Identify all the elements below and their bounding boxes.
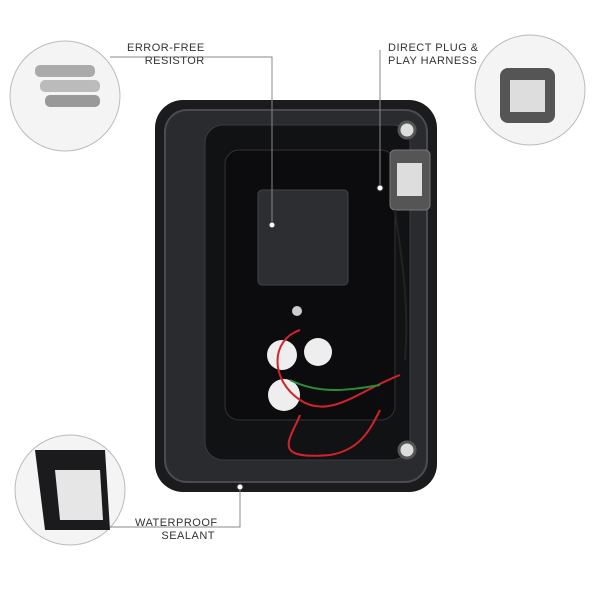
- led-bulbs: [267, 338, 332, 411]
- sealant-label-line2: SEALANT: [161, 530, 215, 542]
- harness-label: DIRECT PLUG & PLAY HARNESS: [388, 42, 479, 68]
- sealant-label: WATERPROOF SEALANT: [135, 517, 218, 543]
- sealant-marker: [236, 483, 244, 491]
- resistor-marker: [268, 221, 276, 229]
- wires: [276, 209, 408, 457]
- resistor-detail-circle: [9, 40, 121, 152]
- harness-detail-circle: [474, 34, 586, 146]
- resistor-box: [257, 189, 349, 286]
- harness-label-line2: PLAY HARNESS: [388, 55, 478, 67]
- harness-marker: [376, 184, 384, 192]
- harness-connector: [389, 149, 431, 211]
- sealant-detail-circle: [14, 434, 126, 546]
- tail-light-housing: [155, 100, 437, 492]
- harness-label-line1: DIRECT PLUG &: [388, 42, 479, 54]
- resistor-label-line1: ERROR-FREE: [127, 42, 205, 54]
- resistor-label-line2: RESISTOR: [144, 55, 205, 67]
- sealant-label-line1: WATERPROOF: [135, 517, 218, 529]
- resistor-label: ERROR-FREE RESISTOR: [127, 42, 205, 68]
- leader-lines: [110, 50, 381, 528]
